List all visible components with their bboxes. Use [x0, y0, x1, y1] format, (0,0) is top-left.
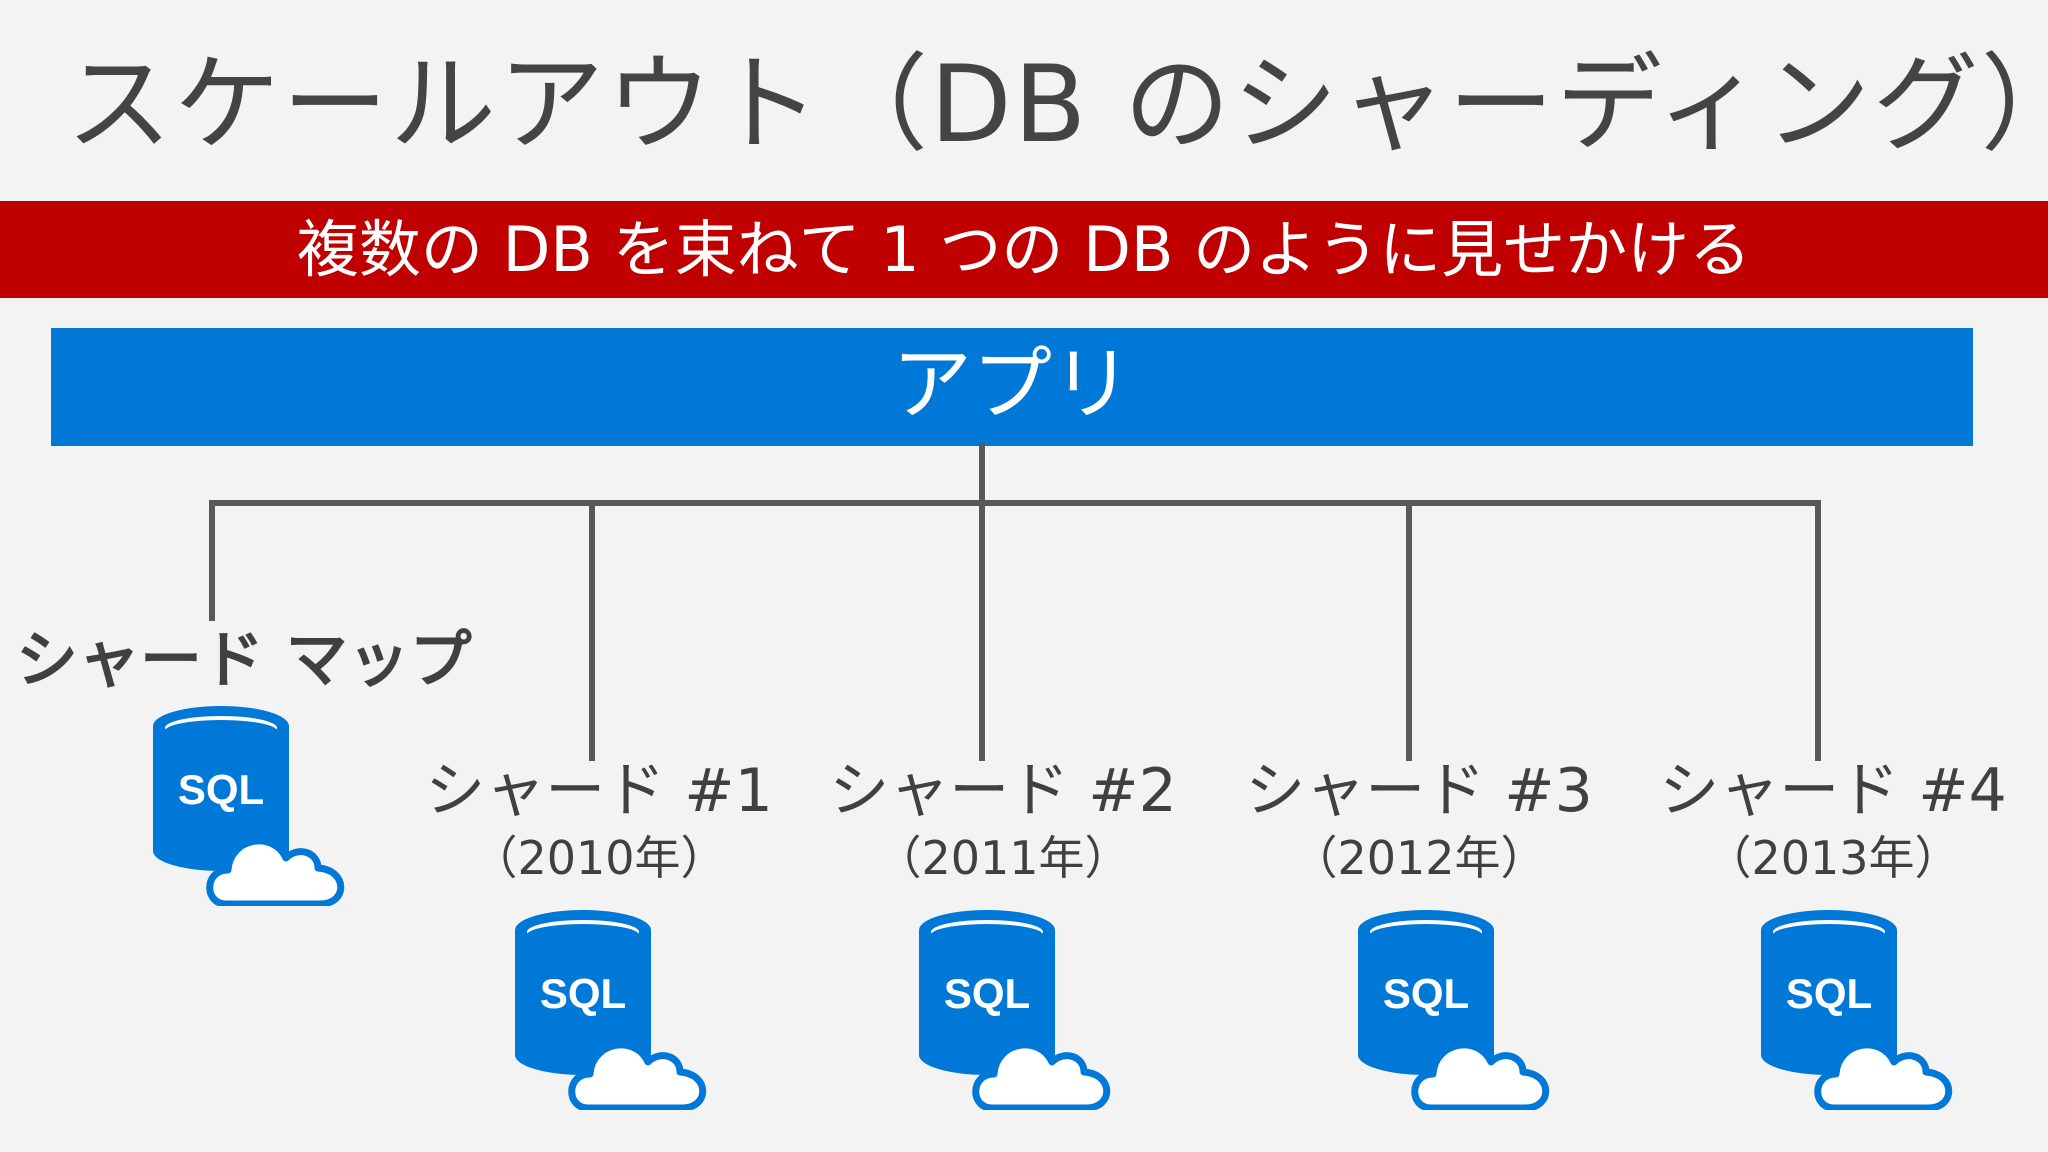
- shard-1-name: シャード #1: [425, 756, 773, 826]
- shard-map-label: シャード マップ: [16, 623, 472, 696]
- slide-title: スケールアウト（DB のシャーディング）: [66, 43, 2048, 166]
- shard-2-label: シャード #2 （2011年）: [793, 755, 1213, 887]
- shard-2-year: （2011年）: [875, 831, 1131, 885]
- shard-2-name: シャード #2: [829, 756, 1177, 826]
- shard-1-year: （2010年）: [471, 831, 727, 885]
- sql-database-cloud-icon: SQL: [1761, 910, 1953, 1110]
- sql-database-cloud-icon: SQL: [153, 706, 345, 906]
- sql-database-cloud-icon: SQL: [1358, 910, 1550, 1110]
- shard-3-year: （2012年）: [1291, 831, 1547, 885]
- sql-icon-text: SQL: [944, 970, 1030, 1017]
- shard-1-label: シャード #1 （2010年）: [389, 755, 809, 887]
- app-label: アプリ: [892, 338, 1132, 431]
- sql-icon-text: SQL: [540, 970, 626, 1017]
- sql-icon-text: SQL: [1786, 970, 1872, 1017]
- shard-4-year: （2013年）: [1705, 831, 1961, 885]
- shard-4-label: シャード #4 （2013年）: [1623, 755, 2043, 887]
- sql-database-cloud-icon: SQL: [919, 910, 1111, 1110]
- shard-4-name: シャード #4: [1659, 756, 2007, 826]
- sql-icon-text: SQL: [1383, 970, 1469, 1017]
- app-box: アプリ: [51, 328, 1973, 446]
- sql-database-cloud-icon: SQL: [515, 910, 707, 1110]
- shard-3-label: シャード #3 （2012年）: [1209, 755, 1629, 887]
- shard-3-name: シャード #3: [1245, 756, 1593, 826]
- summary-banner: 複数の DB を束ねて 1 つの DB のように見せかける: [0, 201, 2048, 298]
- sql-icon-text: SQL: [178, 766, 264, 813]
- banner-text: 複数の DB を束ねて 1 つの DB のように見せかける: [296, 213, 1752, 286]
